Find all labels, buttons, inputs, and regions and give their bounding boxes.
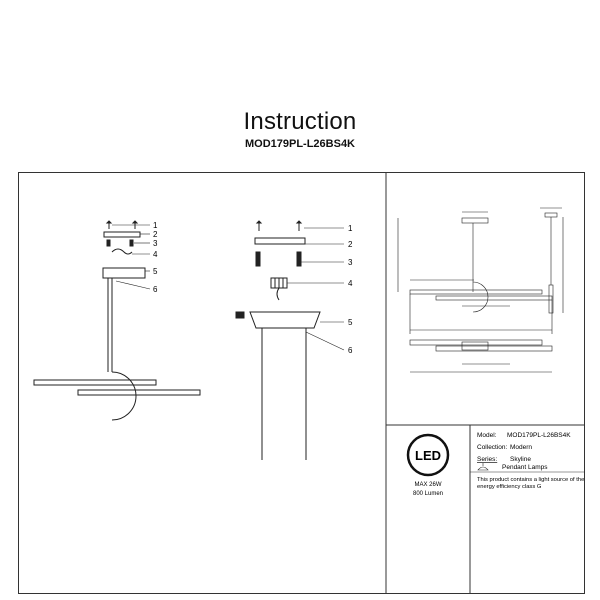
light-bar-lower (77, 389, 201, 396)
screw-icon (255, 220, 263, 231)
callout-b-6: 6 (348, 346, 353, 355)
energy-note-line-1: This product contains a light source of … (477, 477, 584, 483)
callout-a-5: 5 (153, 267, 158, 276)
anchor-icon (296, 251, 302, 267)
lamp-disc (111, 371, 137, 421)
collection-value: Modern (510, 444, 532, 451)
callout-b-3: 3 (348, 258, 353, 267)
assembly-b (235, 220, 321, 460)
light-bar-upper (33, 379, 157, 386)
type-value: Pendant Lamps (502, 464, 548, 471)
model-value: MOD179PL-L26BS4K (507, 432, 571, 439)
mounting-plate (103, 231, 141, 238)
model-code: MOD179PL-L26BS4K (244, 138, 356, 150)
callout-b-2: 2 (348, 240, 353, 249)
anchor-icon (106, 239, 111, 247)
assembly-a (33, 220, 201, 421)
led-badge-text: LED (415, 448, 441, 463)
screw-icon (235, 311, 245, 319)
screw-icon (295, 220, 303, 231)
callout-b-4: 4 (348, 279, 353, 288)
page-title: Instruction (243, 108, 357, 135)
mounting-plate (254, 237, 306, 245)
screw-icon (131, 220, 139, 229)
lumen-rating: 800 Lumen (413, 491, 443, 497)
power-rating: MAX 26W (414, 482, 441, 488)
energy-note-line-2: energy efficiency class G (477, 484, 542, 490)
callout-a-1: 1 (153, 221, 158, 230)
terminal-block-icon (270, 277, 288, 289)
canopy (102, 267, 146, 279)
collection-label: Collection: (477, 444, 508, 451)
instruction-sheet (18, 172, 585, 594)
series-label: Series: (477, 456, 497, 463)
model-label: Model: (477, 432, 497, 439)
callout-b-1: 1 (348, 224, 353, 233)
led-badge: LED (406, 433, 450, 477)
callout-b-5: 5 (348, 318, 353, 327)
callout-a-3: 3 (153, 239, 158, 248)
wire-connector (111, 248, 133, 255)
callout-a-2: 2 (153, 230, 158, 239)
dimension-drawing (397, 207, 564, 373)
anchor-icon (255, 251, 261, 267)
anchor-icon (129, 239, 134, 247)
canopy (249, 311, 321, 329)
series-value: Skyline (510, 456, 531, 463)
screw-icon (105, 220, 113, 229)
callout-a-6: 6 (153, 285, 158, 294)
wire (276, 287, 280, 301)
pendant-lamp-icon (477, 463, 489, 471)
callout-a-4: 4 (153, 250, 158, 259)
